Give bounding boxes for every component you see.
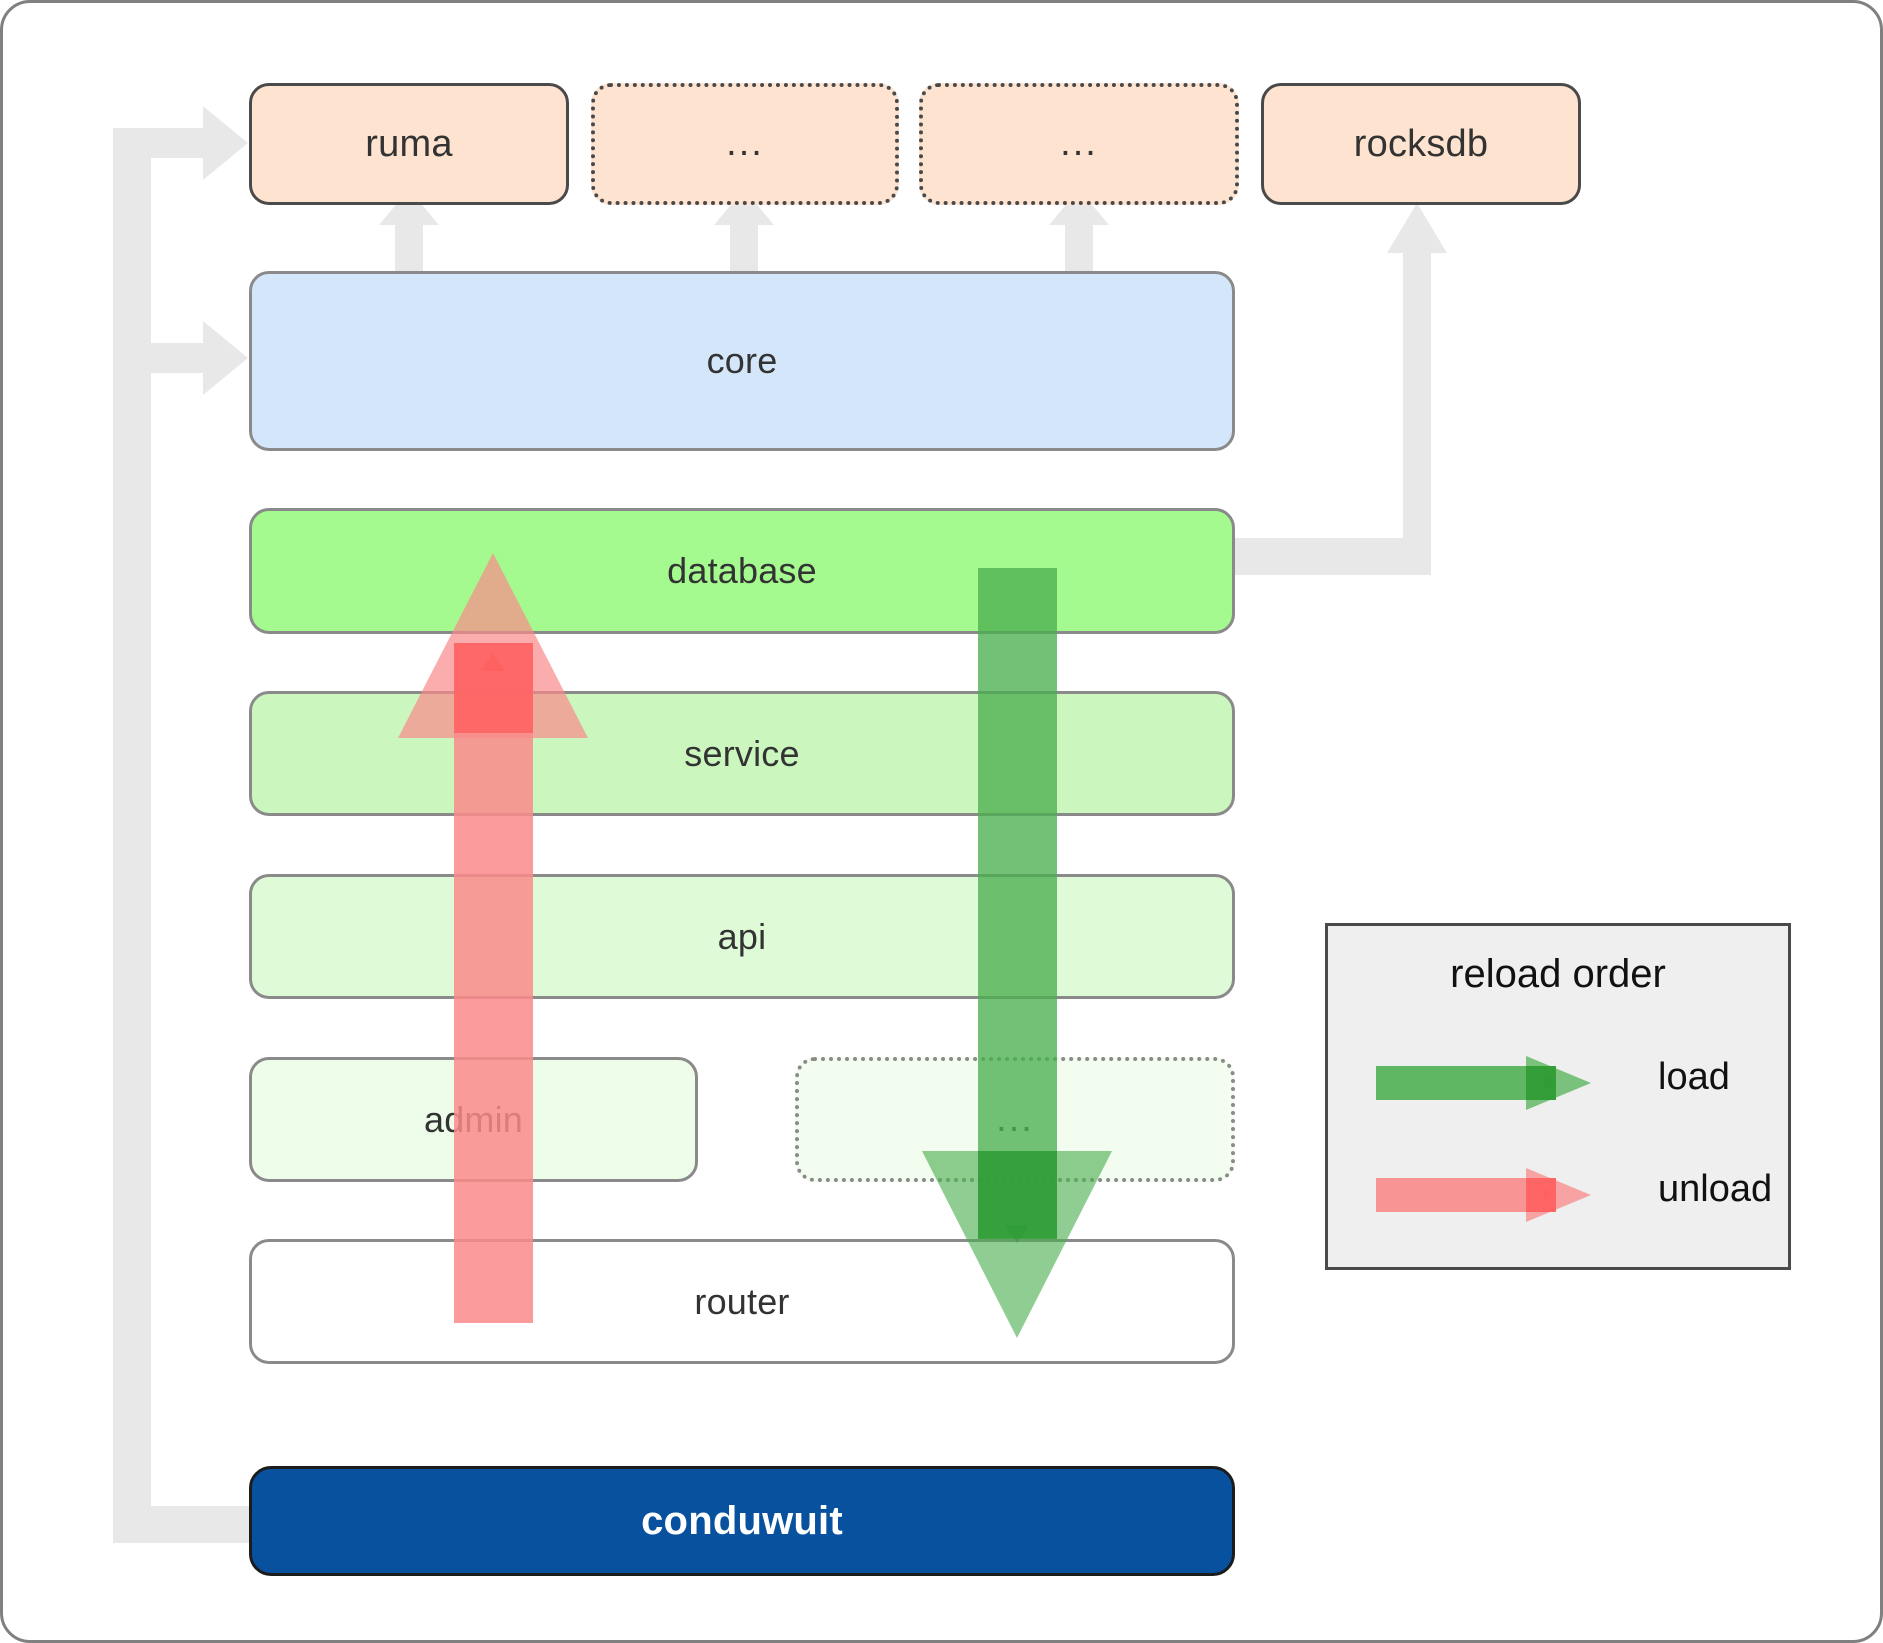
layer-box-core[interactable]: core <box>249 271 1235 451</box>
connector-arrow-core-to-dots2 <box>1049 189 1109 271</box>
app-label: conduwuit <box>641 1498 843 1543</box>
layer-box-ellipsis-leaf[interactable]: ... <box>795 1057 1235 1182</box>
unload-legend-icon <box>1376 1168 1591 1222</box>
connector-conduwuit-stub <box>113 1506 253 1543</box>
layer-label: core <box>706 340 778 381</box>
layer-label: admin <box>423 1098 524 1140</box>
connector-conduwuit-trunk <box>113 133 151 1543</box>
layer-label: api <box>717 915 767 957</box>
dependency-label: ... <box>1060 122 1098 165</box>
connector-arrow-to-rocksdb <box>1387 203 1447 575</box>
connector-arrow-core-to-ruma <box>379 189 439 271</box>
legend-title: reload order <box>1450 952 1666 996</box>
dependency-box-ellipsis-1[interactable]: ... <box>591 83 899 205</box>
dependency-box-ruma[interactable]: ruma <box>249 83 569 205</box>
load-legend-icon <box>1376 1056 1591 1110</box>
connector-arrow-to-ruma <box>113 106 248 180</box>
layer-label: service <box>684 732 800 774</box>
legend-row-load: load <box>1328 1038 1788 1128</box>
dependency-label: ... <box>726 122 764 165</box>
connector-database-to-rocksdb-leg <box>1235 538 1403 575</box>
dependency-label: rocksdb <box>1353 122 1489 165</box>
legend-label-load: load <box>1658 1056 1730 1098</box>
layer-box-database[interactable]: database <box>249 508 1235 634</box>
layer-label: router <box>694 1280 790 1322</box>
layer-label: ... <box>996 1097 1034 1140</box>
dependency-box-ellipsis-2[interactable]: ... <box>919 83 1239 205</box>
app-box-conduwuit[interactable]: conduwuit <box>249 1466 1235 1576</box>
layer-label: database <box>667 550 817 591</box>
layer-box-service[interactable]: service <box>249 691 1235 816</box>
layer-box-api[interactable]: api <box>249 874 1235 999</box>
legend-panel: reload order load unload <box>1325 923 1791 1270</box>
connector-arrow-to-core <box>113 321 248 395</box>
legend-row-unload: unload <box>1328 1150 1788 1240</box>
dependency-box-rocksdb[interactable]: rocksdb <box>1261 83 1581 205</box>
legend-label-unload: unload <box>1658 1168 1773 1210</box>
layer-box-admin[interactable]: admin <box>249 1057 698 1182</box>
connector-arrow-core-to-dots1 <box>714 189 774 271</box>
layer-box-router[interactable]: router <box>249 1239 1235 1364</box>
connector-arrows-layer <box>113 106 1447 1543</box>
dependency-label: ruma <box>365 122 453 165</box>
